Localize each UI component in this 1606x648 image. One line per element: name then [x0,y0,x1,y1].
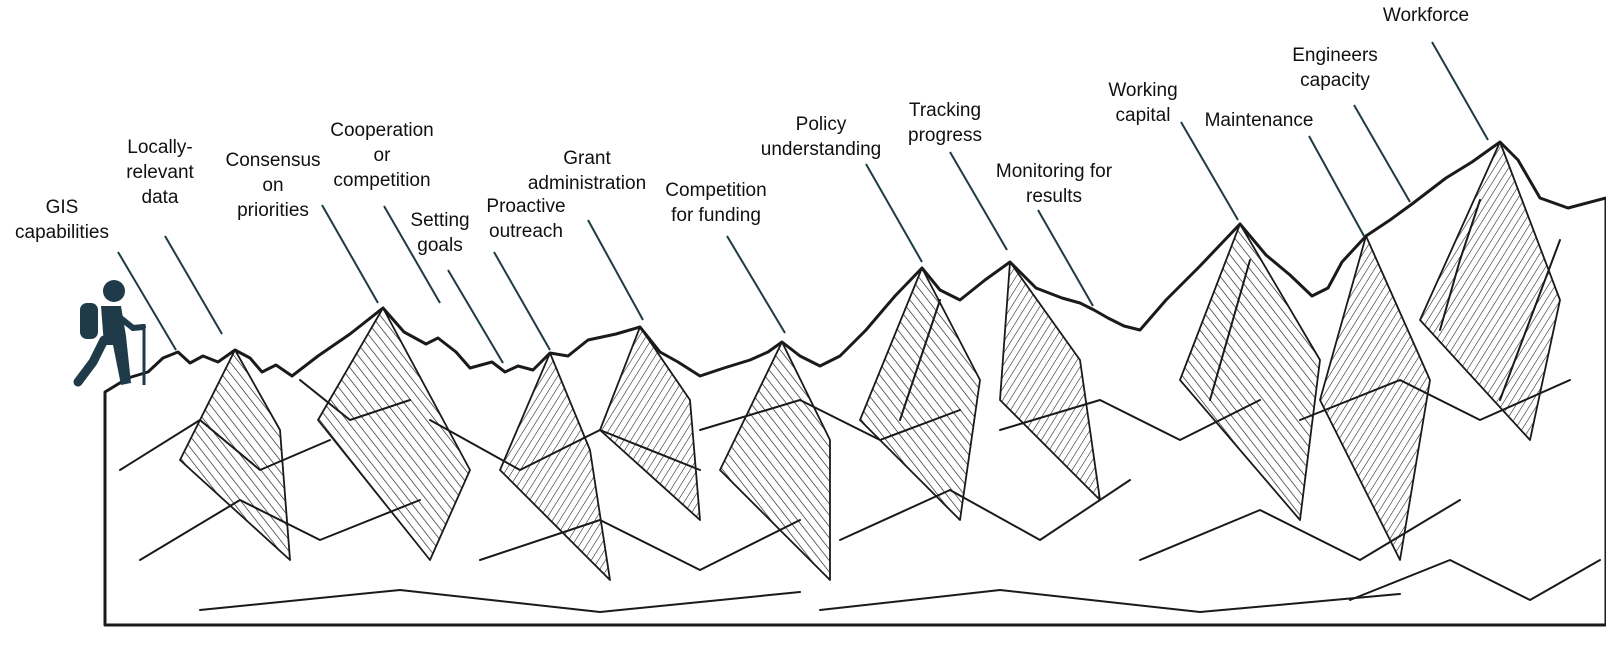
label-engineers-capacity: Engineers capacity [1292,43,1378,93]
label-gis-capabilities: GIS capabilities [15,195,109,245]
label-consensus-on-priorities: Consensus on priorities [225,148,320,223]
rock-shading [499,352,611,581]
rock-contour [299,379,411,421]
label-line: goals [417,235,463,256]
label-line: Locally- [127,137,193,158]
leader-line-competition-for-funding [726,235,786,334]
label-line: Proactive [486,196,566,217]
label-maintenance: Maintenance [1205,108,1314,133]
label-working-capital: Working capital [1108,78,1177,128]
rock-contour [139,499,421,561]
leader-lines [117,41,1489,364]
rock-contour [119,419,331,471]
leader-line-policy-understanding [865,163,923,263]
label-tracking-progress: Tracking progress [908,98,982,148]
label-line: Consensus [225,150,321,171]
label-line: on [262,175,284,196]
label-grant-administration: Grant administration [528,146,646,196]
label-monitoring-for-results: Monitoring for results [996,159,1112,209]
label-line: Working [1108,80,1178,101]
label-line: Grant [563,148,611,169]
label-line: administration [527,173,647,194]
rock-shading [1419,141,1561,441]
leader-line-cooperation-or-competition [383,205,441,304]
leader-line-tracking-progress [949,151,1008,251]
label-cooperation-or-competition: Cooperation or competition [330,118,434,193]
label-line: Maintenance [1204,110,1314,131]
leader-line-consensus-on-priorities [321,204,379,304]
rock-contour [999,399,1261,441]
label-line: data [141,187,179,208]
label-line: Engineers [1292,45,1378,66]
label-locally-relevant-data: Locally-relevant data [126,135,194,210]
label-line: outreach [489,221,563,242]
label-line: competition [333,170,431,191]
leader-line-engineers-capacity [1353,104,1411,203]
rock-shading [859,267,981,521]
rock-contour [1299,379,1571,421]
label-proactive-outreach: Proactive outreach [486,194,565,244]
rock-contour [479,519,801,571]
rock-contour [1499,239,1561,401]
rock-contour [819,589,1401,613]
mountain-range [103,140,1606,627]
rock-shading [1179,223,1321,521]
label-line: understanding [760,139,882,160]
rock-contour [839,479,1131,541]
rock-contour [1349,559,1601,601]
leader-line-maintenance [1308,135,1365,237]
leader-line-gis-capabilities [117,251,177,351]
rock-contour [1439,199,1481,331]
rock-contour [1139,499,1461,561]
label-line: relevant [126,162,194,183]
label-line: Workforce [1382,5,1470,26]
label-line: Policy [795,114,847,135]
label-line: progress [908,125,982,146]
rock-shading [317,307,471,561]
label-line: or [373,145,391,166]
rock-contour [899,299,941,421]
rock-shading [1319,235,1431,561]
leader-line-working-capital [1180,121,1239,221]
label-line: priorities [237,200,309,221]
leader-line-proactive-outreach [493,251,551,351]
label-line: Competition [665,180,767,201]
label-line: Monitoring for [995,161,1113,182]
leader-line-locally-relevant-data [164,235,223,335]
label-line: capabilities [15,222,109,243]
rock-contour [699,399,961,441]
label-line: for funding [671,205,761,226]
rock-contour [199,589,801,613]
rock-shading [179,349,291,561]
leader-line-monitoring-for-results [1037,209,1094,307]
label-workforce: Workforce [1383,3,1469,28]
label-policy-understanding: Policy understanding [761,112,881,162]
label-line: capital [1115,105,1171,126]
label-line: results [1026,186,1082,207]
label-line: Cooperation [330,120,434,141]
label-setting-goals: Setting goals [410,208,469,258]
label-line: GIS [45,197,79,218]
label-line: Setting [410,210,470,231]
leader-line-grant-administration [587,219,644,321]
hiker-icon [73,280,146,387]
label-line: capacity [1300,70,1370,91]
leader-line-setting-goals [447,269,504,364]
label-line: Tracking [908,100,982,121]
rock-shading [599,326,701,521]
rock-contour [429,419,701,471]
leader-line-workforce [1431,41,1489,141]
label-competition-for-funding: Competition for funding [665,178,766,228]
rock-contour [1209,259,1251,401]
